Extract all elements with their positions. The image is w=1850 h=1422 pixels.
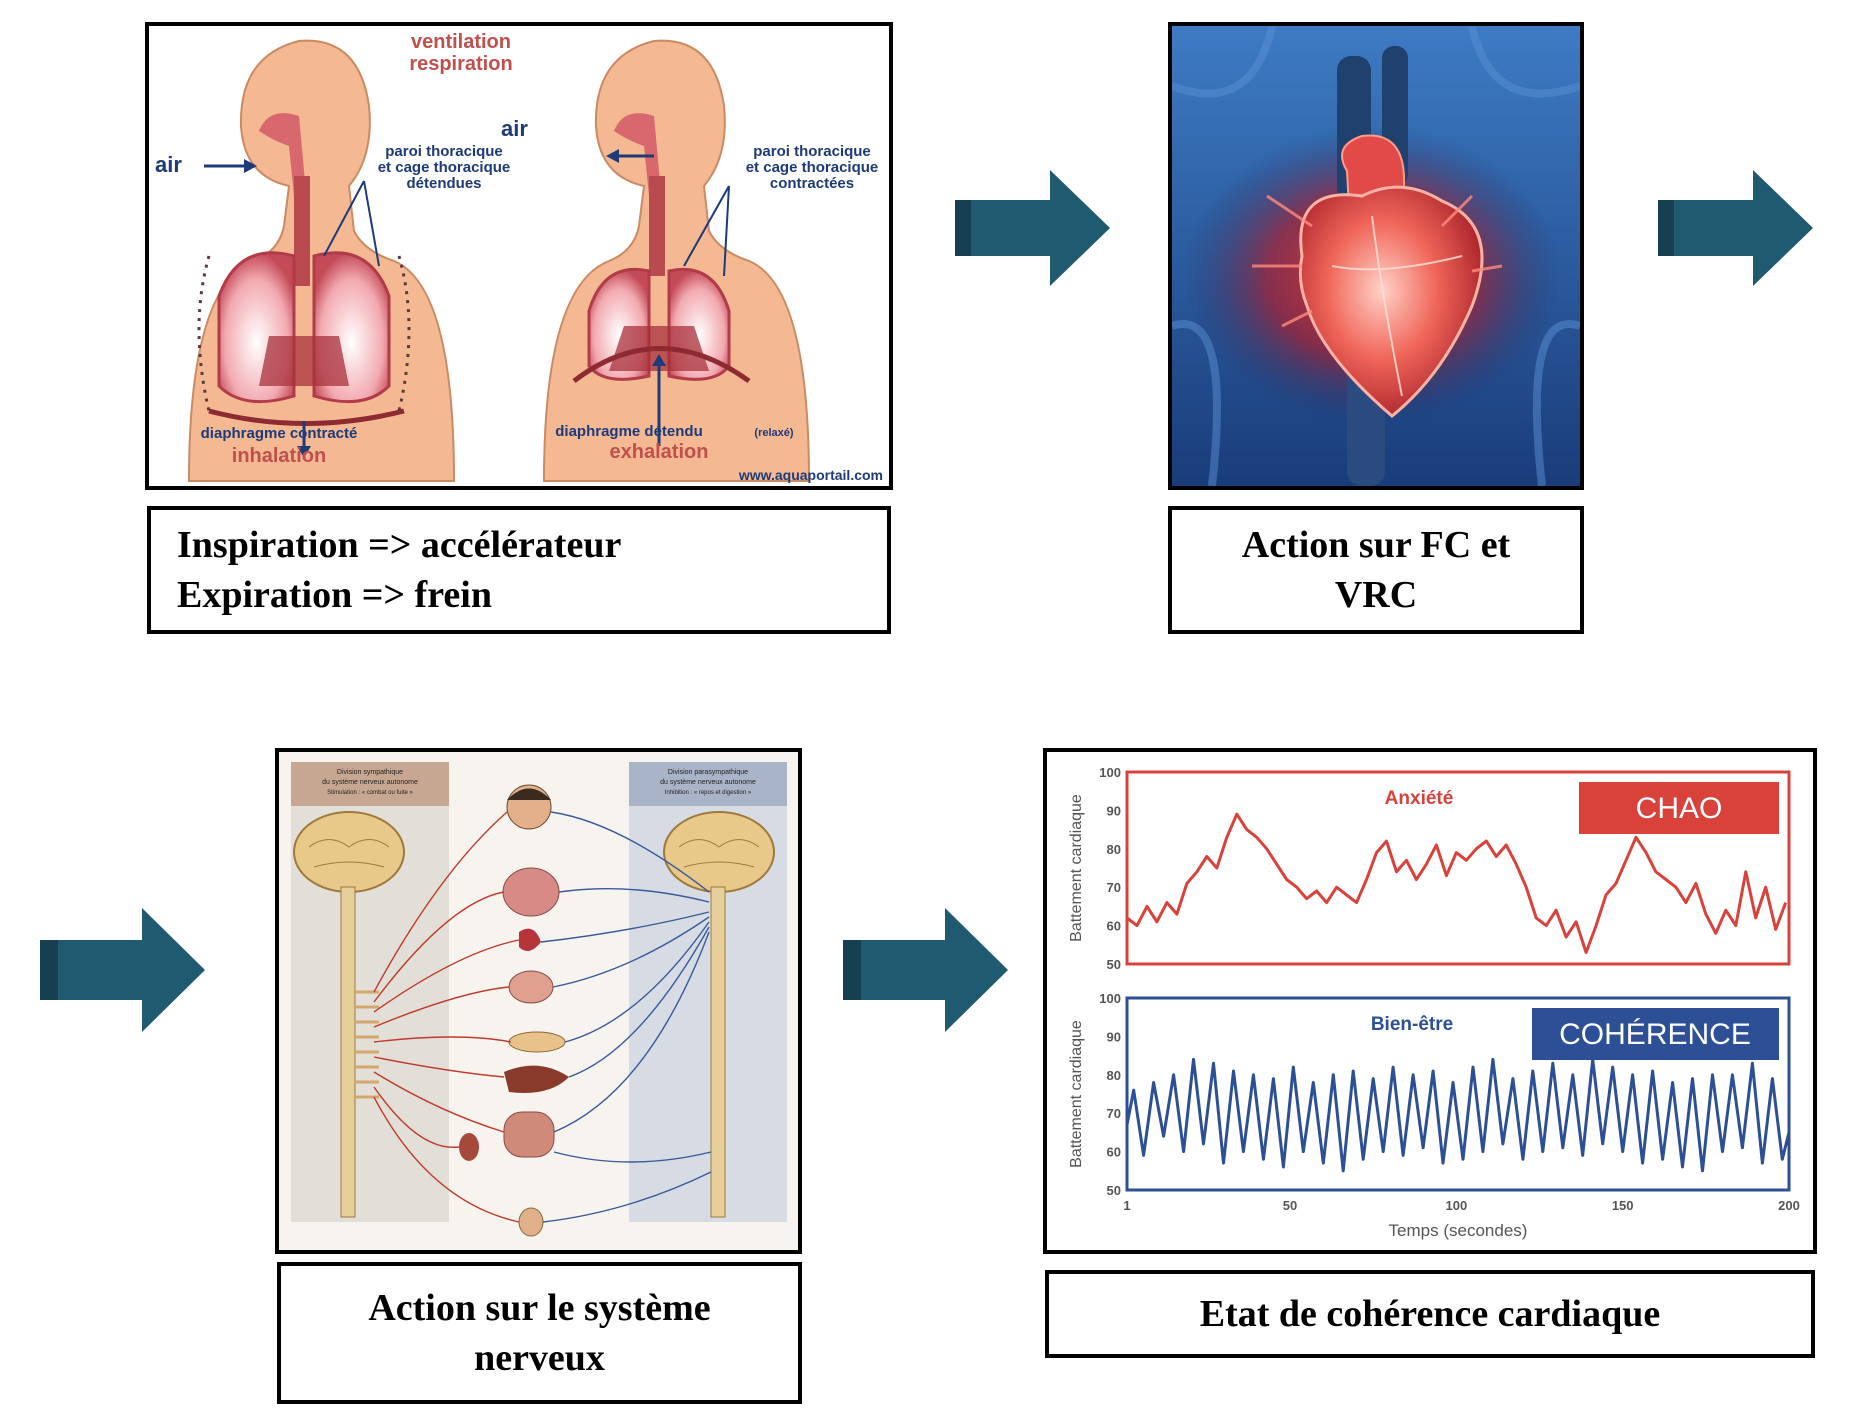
chao-badge-text: CHAO: [1636, 792, 1723, 825]
xtick-label: 50: [1283, 1198, 1297, 1213]
anxiety-ytick-label: 90: [1107, 803, 1121, 818]
sympathetic-header-line2: du système nerveux autonome: [322, 779, 418, 786]
coherence-charts: Battement cardiaque Battement cardiaque …: [1043, 748, 1817, 1254]
sympathetic-header-line3: Stimulation : « combat ou fuite »: [327, 790, 413, 796]
coherence-ytick-label: 70: [1107, 1106, 1121, 1121]
coherence-badge: [1532, 1008, 1779, 1060]
anxiety-ytick-label: 80: [1107, 842, 1121, 857]
coherence-caption: Etat de cohérence cardiaque: [1045, 1270, 1815, 1358]
xtick-label: 200: [1778, 1198, 1800, 1213]
nervous-caption-line2: nerveux: [474, 1337, 605, 1379]
parasympathetic-header-line1: Division parasympathique: [668, 769, 748, 776]
coherence-ytick-label: 90: [1107, 1029, 1121, 1044]
respiration-diagram: ventilation respiration air air paroi th…: [145, 22, 893, 490]
diaphragm-left-label: diaphragme contracté: [201, 425, 358, 442]
inhalation-label: inhalation: [232, 445, 326, 467]
watermark: www.aquaportail.com: [738, 467, 883, 483]
xtick-label: 1: [1123, 1198, 1130, 1213]
respiration-illustration: ventilation respiration air air paroi th…: [155, 31, 883, 483]
wall-right-line2: et cage thoracique: [746, 159, 879, 176]
xlabel: Temps (secondes): [1389, 1221, 1528, 1240]
coherence-badge-text: COHÉRENCE: [1559, 1018, 1751, 1051]
coherence-ytick-label: 50: [1107, 1183, 1121, 1198]
air-label-right: air: [501, 116, 528, 141]
anxiety-ytick-label: 50: [1107, 957, 1121, 972]
title-respiration: respiration: [409, 53, 512, 75]
respiration-caption: Inspiration => accélérateur Expiration =…: [147, 506, 891, 634]
nervous-system-illustration: Division sympathique du système nerveux …: [279, 752, 798, 1250]
wall-left-line2: et cage thoracique: [378, 159, 511, 176]
diaphragm-right-note: (relaxé): [754, 427, 793, 439]
wall-right-line1: paroi thoracique: [753, 143, 871, 160]
heart-rate-chart: Battement cardiaque Battement cardiaque …: [1068, 765, 1800, 1240]
anxiety-ytick-label: 70: [1107, 880, 1121, 895]
arrow-right-icon: [955, 170, 1110, 286]
coherence-series-line: [1125, 1057, 1791, 1173]
exhalation-label: exhalation: [610, 441, 709, 463]
parasympathetic-header-line2: du système nerveux autonome: [660, 779, 756, 786]
heart-caption: Action sur FC et VRC: [1168, 506, 1584, 634]
coherence-ytick-label: 60: [1107, 1145, 1121, 1160]
arrow-right-icon: [843, 908, 1008, 1032]
chao-badge: [1579, 782, 1779, 834]
xtick-label: 150: [1612, 1198, 1634, 1213]
wall-right-line3: contractées: [770, 175, 854, 192]
heart-caption-line1: Action sur FC et: [1241, 524, 1511, 566]
wall-left-line3: détendues: [406, 175, 481, 192]
nervous-caption: Action sur le système nerveux: [277, 1262, 802, 1404]
heart-illustration: [1168, 22, 1584, 490]
inhalation-figure: [187, 39, 456, 482]
coherence-caption-text: Etat de cohérence cardiaque: [1199, 1293, 1661, 1335]
exhalation-figure: [542, 39, 811, 482]
title-ventilation: ventilation: [411, 31, 511, 53]
wellbeing-label: Bien-être: [1371, 1014, 1453, 1035]
coherence-ytick-label: 80: [1107, 1068, 1121, 1083]
sympathetic-header-line1: Division sympathique: [337, 769, 403, 776]
arrow-right-icon: [1658, 170, 1813, 286]
ylabel-top: Battement cardiaque: [1068, 794, 1085, 942]
coherence-ytick-label: 100: [1099, 991, 1121, 1006]
anxiety-ytick-label: 60: [1107, 919, 1121, 934]
anxiety-ytick-label: 100: [1099, 765, 1121, 780]
diaphragm-right-label: diaphragme détendu: [555, 423, 703, 440]
respiration-caption-line1: Inspiration => accélérateur: [177, 524, 622, 566]
nervous-system-diagram: Division sympathique du système nerveux …: [275, 748, 802, 1254]
xtick-label: 100: [1445, 1198, 1467, 1213]
anxiety-series-line: [1126, 812, 1788, 954]
heart-image: [1172, 26, 1580, 486]
respiration-caption-line2: Expiration => frein: [177, 574, 492, 616]
parasympathetic-header-line3: Inhibition : « repos et digestion »: [665, 790, 752, 796]
ylabel-bottom: Battement cardiaque: [1068, 1020, 1085, 1168]
heart-caption-line2: VRC: [1334, 574, 1418, 616]
wall-left-line1: paroi thoracique: [385, 143, 503, 160]
nervous-caption-line1: Action sur le système: [368, 1287, 711, 1329]
arrow-right-icon: [40, 908, 205, 1032]
anxiety-label: Anxiété: [1385, 788, 1454, 809]
air-label-left: air: [155, 152, 182, 177]
